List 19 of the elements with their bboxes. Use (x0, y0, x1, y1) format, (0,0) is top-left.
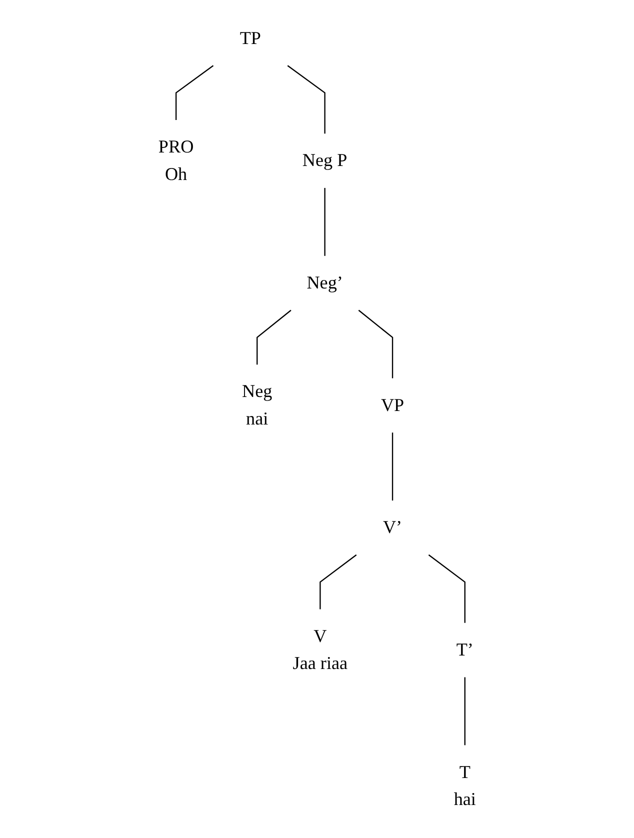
node-text: Neg nai (242, 382, 272, 429)
connector (287, 65, 326, 134)
connector (464, 677, 466, 746)
node-text: TP (240, 28, 261, 48)
node-text: VP (380, 395, 404, 416)
connector (392, 432, 393, 501)
node-text: V Jaa riaa (292, 626, 348, 674)
node-text: V’ (382, 518, 402, 538)
connector (256, 310, 292, 365)
connector (175, 65, 214, 120)
connector (324, 188, 326, 256)
connector (428, 554, 466, 623)
node-text: T’ (456, 640, 474, 660)
node-text: T hai (454, 762, 476, 810)
connector (319, 554, 356, 610)
node-text: Neg’ (306, 273, 343, 294)
node-text: PRO Oh (158, 137, 194, 184)
node-text: Neg P (302, 150, 348, 171)
connector (358, 310, 393, 378)
